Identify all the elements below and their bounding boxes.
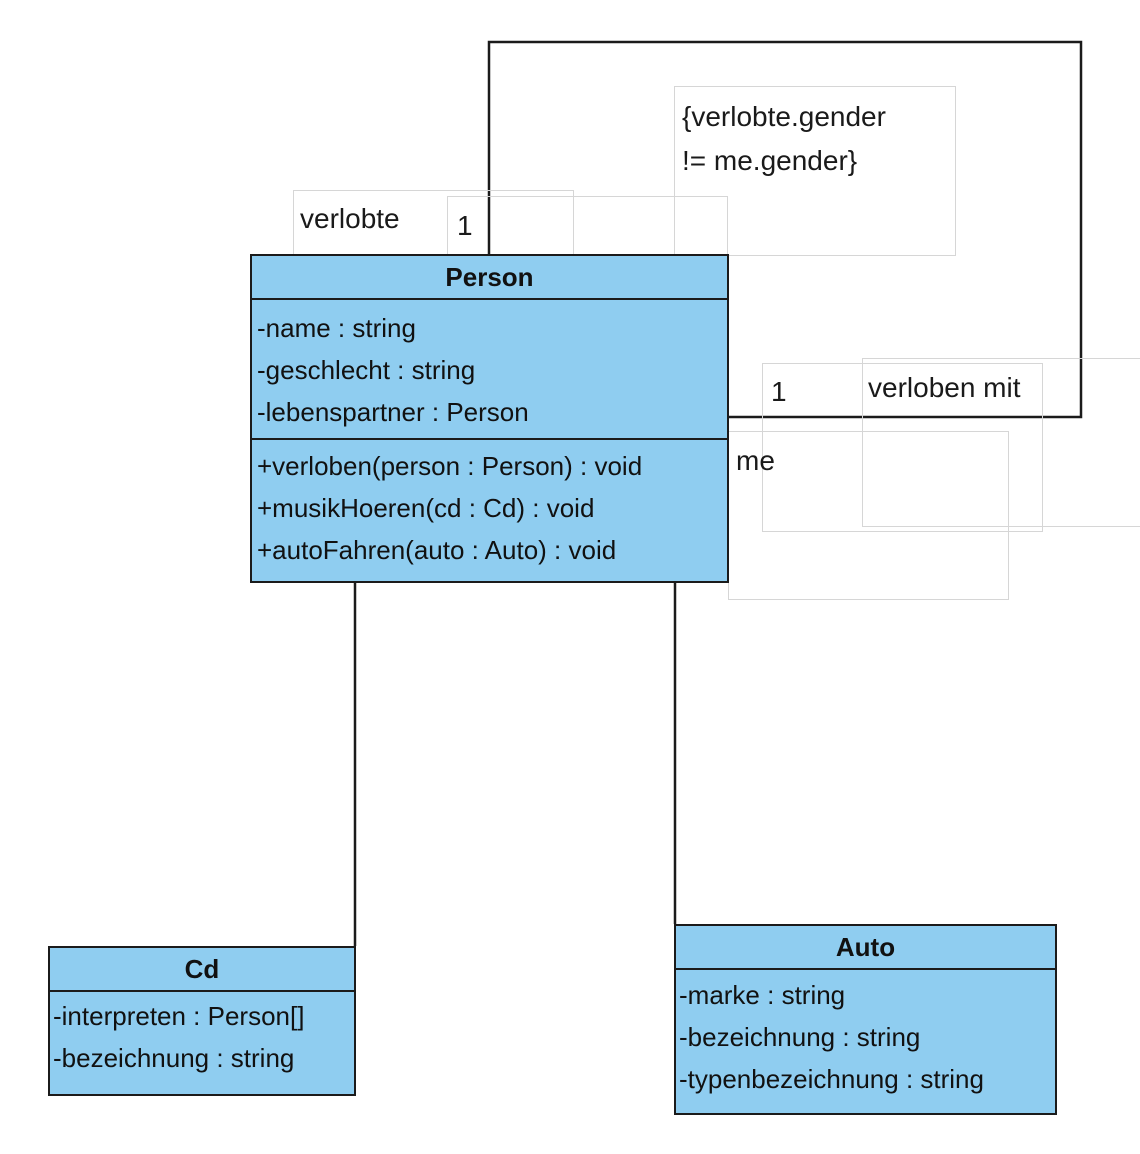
class-auto[interactable]: Auto -marke : string -bezeichnung : stri… bbox=[674, 924, 1057, 1115]
role-label-verlobte: verlobte bbox=[300, 203, 400, 234]
attribute: -bezeichnung : string bbox=[679, 1022, 921, 1052]
self-association-line bbox=[487, 40, 1083, 419]
attributes-compartment: -name : string -geschlecht : string -leb… bbox=[252, 300, 727, 438]
label-frame bbox=[862, 358, 1140, 527]
multiplicity-label: 1 bbox=[771, 376, 787, 407]
attribute: -geschlecht : string bbox=[257, 355, 476, 385]
attribute: -bezeichnung : string bbox=[53, 1043, 295, 1073]
attributes-compartment: -marke : string -bezeichnung : string -t… bbox=[676, 970, 1055, 1100]
class-name: Auto bbox=[676, 926, 1055, 970]
operation: +autoFahren(auto : Auto) : void bbox=[257, 535, 617, 565]
label-frame bbox=[762, 363, 1043, 532]
association-constraint: {verlobte.gender != me.gender} bbox=[682, 95, 886, 183]
attribute: -marke : string bbox=[679, 980, 846, 1010]
operation: +verloben(person : Person) : void bbox=[257, 451, 643, 481]
class-name: Cd bbox=[50, 948, 354, 992]
association-name-label: verloben mit bbox=[868, 372, 1021, 403]
label-frame bbox=[674, 86, 956, 256]
class-person[interactable]: Person -name : string -geschlecht : stri… bbox=[250, 254, 729, 583]
class-name: Person bbox=[252, 256, 727, 300]
multiplicity-label: 1 bbox=[457, 210, 473, 241]
constraint-line: {verlobte.gender bbox=[682, 101, 886, 132]
constraint-line: != me.gender} bbox=[682, 145, 858, 176]
attributes-compartment: -interpreten : Person[] -bezeichnung : s… bbox=[50, 992, 354, 1079]
attribute: -lebenspartner : Person bbox=[257, 397, 529, 427]
attribute: -name : string bbox=[257, 313, 416, 343]
class-cd[interactable]: Cd -interpreten : Person[] -bezeichnung … bbox=[48, 946, 356, 1096]
role-label-me: me bbox=[736, 445, 775, 476]
attribute: -typenbezeichnung : string bbox=[679, 1064, 984, 1094]
operations-compartment: +verloben(person : Person) : void +musik… bbox=[252, 438, 727, 571]
operation: +musikHoeren(cd : Cd) : void bbox=[257, 493, 595, 523]
attribute: -interpreten : Person[] bbox=[53, 1001, 305, 1031]
